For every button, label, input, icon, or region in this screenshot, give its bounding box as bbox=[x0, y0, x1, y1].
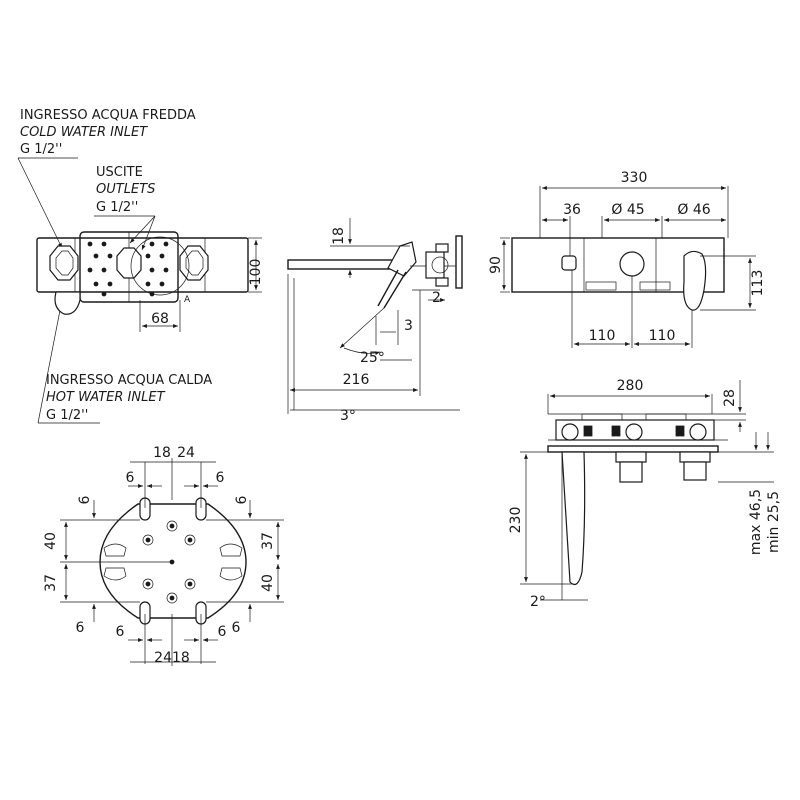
dim-18-side: 18 bbox=[331, 227, 347, 245]
detail-marker: A bbox=[184, 295, 191, 305]
detail-top-6a: 6 bbox=[126, 470, 135, 486]
dim-110-right: 110 bbox=[649, 328, 676, 344]
svg-text:G 1/2'': G 1/2'' bbox=[96, 200, 138, 215]
dim-280: 280 bbox=[617, 378, 644, 394]
svg-text:INGRESSO ACQUA CALDA: INGRESSO ACQUA CALDA bbox=[46, 373, 212, 388]
detail-top-24: 24 bbox=[177, 445, 195, 461]
detail-left-37: 37 bbox=[43, 574, 59, 592]
dim-36: 36 bbox=[563, 202, 581, 218]
detail-bottom-6a: 6 bbox=[76, 620, 85, 636]
dim-110-left: 110 bbox=[589, 328, 616, 344]
dim-dia46: Ø 46 bbox=[677, 202, 710, 218]
dim-68: 68 bbox=[151, 311, 169, 327]
detail-top-18: 18 bbox=[153, 445, 171, 461]
dim-330: 330 bbox=[621, 170, 648, 186]
detail-right-40: 40 bbox=[260, 574, 276, 592]
detail-bottom-2418: 2418 bbox=[154, 650, 190, 666]
install-view bbox=[520, 380, 774, 601]
dim-2: 2 bbox=[432, 290, 441, 306]
svg-text:USCITE: USCITE bbox=[96, 165, 143, 180]
dim-216: 216 bbox=[343, 372, 370, 388]
svg-text:HOT WATER INLET: HOT WATER INLET bbox=[46, 390, 166, 405]
detail-top-6d: 6 bbox=[234, 495, 250, 504]
svg-text:G 1/2'': G 1/2'' bbox=[20, 142, 62, 157]
svg-text:COLD WATER INLET: COLD WATER INLET bbox=[20, 125, 148, 140]
plate-view bbox=[500, 186, 756, 348]
outlets-label: USCITE OUTLETS G 1/2'' bbox=[94, 165, 155, 251]
dim-min: min 25,5 bbox=[766, 491, 782, 553]
svg-text:INGRESSO ACQUA FREDDA: INGRESSO ACQUA FREDDA bbox=[20, 108, 196, 123]
detail-view bbox=[60, 458, 284, 666]
angle-2: 2° bbox=[530, 594, 546, 610]
dim-28: 28 bbox=[722, 389, 738, 407]
angle-3: 3° bbox=[340, 408, 356, 424]
detail-left-40: 40 bbox=[43, 532, 59, 550]
detail-bottom-6b: 6 bbox=[116, 624, 125, 640]
side-view bbox=[287, 218, 463, 414]
detail-right-37: 37 bbox=[260, 532, 276, 550]
detail-top-6c: 6 bbox=[77, 495, 93, 504]
angle-25: 25° bbox=[360, 350, 385, 366]
dim-max: max 46,5 bbox=[748, 489, 764, 555]
dim-100: 100 bbox=[248, 259, 264, 286]
dim-230: 230 bbox=[508, 507, 524, 534]
detail-bottom-6c: 6 bbox=[218, 624, 227, 640]
dim-90: 90 bbox=[488, 256, 504, 274]
detail-bottom-6d: 6 bbox=[232, 620, 241, 636]
svg-text:G 1/2'': G 1/2'' bbox=[46, 408, 88, 423]
detail-top-6b: 6 bbox=[216, 470, 225, 486]
cold-water-label: INGRESSO ACQUA FREDDA COLD WATER INLET G… bbox=[17, 108, 196, 249]
dim-3: 3 bbox=[404, 318, 413, 334]
svg-text:OUTLETS: OUTLETS bbox=[96, 182, 155, 197]
front-view bbox=[36, 231, 262, 332]
dim-113: 113 bbox=[750, 270, 766, 297]
hot-water-label: INGRESSO ACQUA CALDA HOT WATER INLET G 1… bbox=[37, 299, 212, 424]
dim-dia45: Ø 45 bbox=[611, 202, 644, 218]
